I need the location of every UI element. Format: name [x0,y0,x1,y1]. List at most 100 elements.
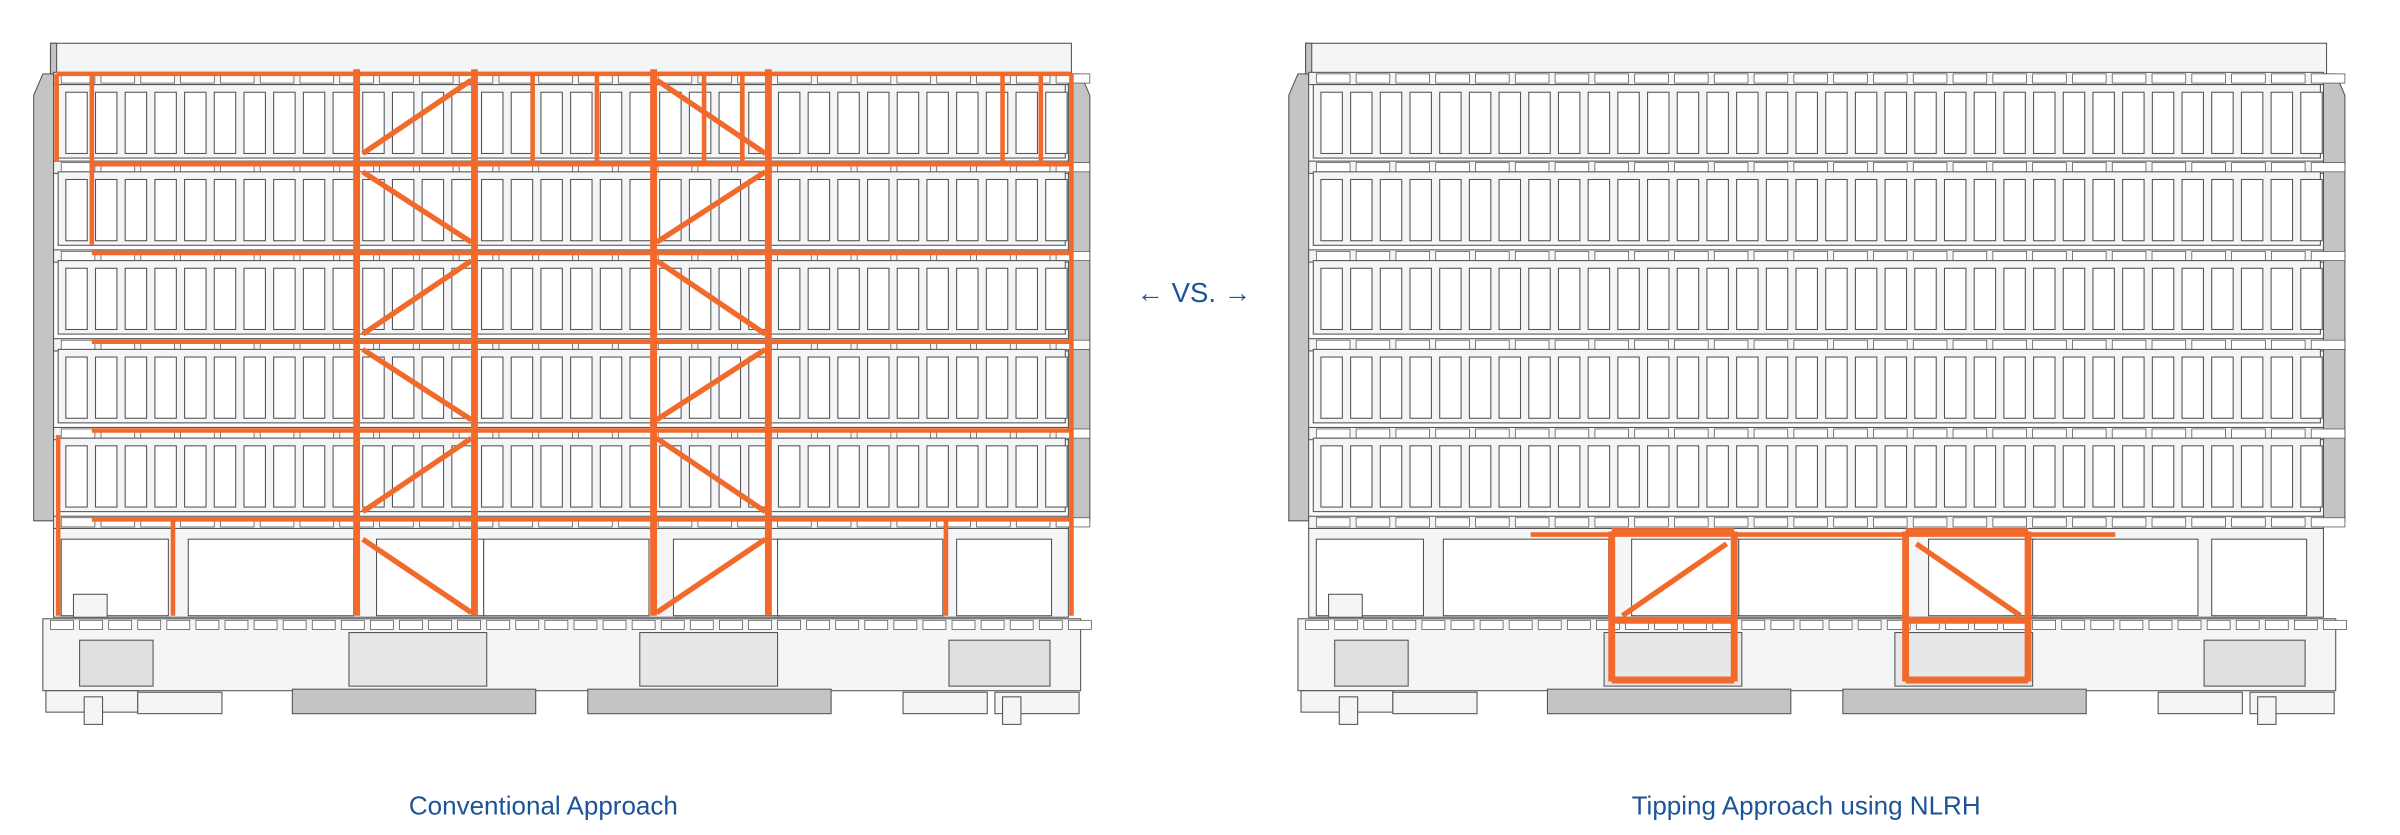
window-panel [1676,356,1700,419]
window-panel [2062,356,2086,419]
window-panel [2211,178,2234,242]
slab-joist [1009,619,1034,630]
window-panel [896,445,920,508]
window-panel [1350,91,1373,155]
slab-joist [2191,162,2226,173]
slab-joist [1873,517,1908,528]
slab-joist [2151,73,2187,84]
window-panel [1045,356,1068,419]
slab-joist [1508,619,1533,630]
window-panel [807,178,831,242]
diagonal-brace [655,77,767,156]
basement-tank [1334,639,1409,687]
slab-joist [1713,251,1749,261]
window-panel [1706,267,1729,331]
window-panel [65,267,88,331]
slab-joist [2191,428,2226,439]
window-panel [1795,445,1818,508]
window-panel [94,178,118,242]
slab-joist [1355,162,1391,173]
window-panel [777,178,801,242]
slab-joist [1952,517,1988,528]
window-panel [570,267,593,331]
window-panel [956,267,979,331]
window-panel [570,445,593,508]
window-panel [807,267,831,331]
slab-joist [1435,73,1470,84]
slab-joist [2294,619,2318,630]
window-panel [1736,178,1759,242]
slab-joist [2111,339,2147,350]
slab-joist [2032,339,2067,350]
window-panel [1884,267,1908,331]
basement-tank [2203,639,2306,687]
ground-bay [2032,538,2199,617]
slab-joist [1992,428,2027,439]
window-panel [1498,356,1522,419]
window-panel [2151,267,2175,331]
window-panel [2151,178,2175,242]
slab-joist [60,251,96,261]
slab-joist [1952,428,1988,439]
window-panel [2033,91,2056,155]
window-panel [2062,178,2086,242]
window-panel [1557,356,1581,419]
slab-joist [50,619,74,630]
slab-joist [1038,619,1063,630]
window-panel [332,445,356,508]
slab-joist [1952,251,1988,261]
window-panel [421,445,445,508]
slab-joist [79,619,103,630]
foundation-ledge [137,691,223,715]
slab-joist [1514,162,1550,173]
window-panel [1706,91,1729,155]
slab-joist [166,619,191,630]
window-panel [2003,445,2026,508]
window-panel [718,267,742,331]
window-panel [1943,91,1967,155]
window-panel [599,445,623,508]
slab-joist [108,619,133,630]
slab-joist [2119,619,2144,630]
window-panel [1015,91,1038,155]
slab-joist [1753,162,1789,173]
slab-joist [224,619,249,630]
ground-bay [1442,538,1610,617]
slab-joist [1566,619,1591,630]
caption-conventional-approach: Conventional Approach [409,791,678,821]
slab-joist [311,619,336,630]
window-panel [480,267,504,331]
window-panel [332,356,356,419]
window-panel [2062,91,2086,155]
window-panel [184,267,207,331]
window-panel [243,267,266,331]
ground-bay [956,538,1053,617]
building-conventional [33,42,1092,725]
window-panel [1045,267,1068,331]
slab-joist [2151,428,2187,439]
window-panel [2240,267,2264,331]
slab-joist [1479,619,1504,630]
window-panel [1498,267,1522,331]
slab-joist [2072,517,2107,528]
window-panel [1350,356,1373,419]
window-panel [362,356,385,419]
window-panel [1350,178,1373,242]
window-panel [837,356,860,419]
window-panel [1736,91,1759,155]
slab-joist [1594,428,1629,439]
slab-joist [2032,428,2067,439]
window-panel [1854,445,1878,508]
window-panel [213,267,237,331]
window-panel [154,445,177,508]
slab-joist [544,619,569,630]
window-panel [926,445,949,508]
slab-joist [1594,517,1629,528]
window-panel [2181,91,2205,155]
window-panel [2240,445,2264,508]
slab-joist [1873,162,1908,173]
slab-joist [951,619,976,630]
slab-joist [1833,517,1868,528]
window-panel [2240,356,2264,419]
window-panel [332,91,356,155]
